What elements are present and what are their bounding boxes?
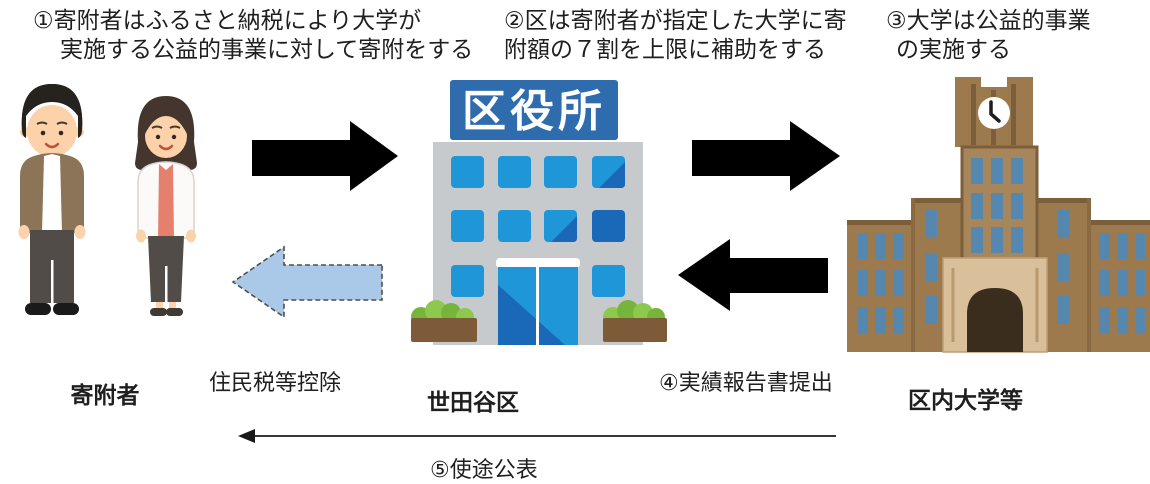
university-icon [847,77,1150,353]
report-submission-label: ④実績報告書提出 [659,370,833,395]
step1-line2: 実施する公益的事業に対して寄附をする [60,36,474,62]
arrow-report-icon [678,239,828,311]
university-label: 区内大学等 [908,387,1023,413]
arrow-tax-deduction-icon [231,245,383,319]
ward-sign: 区役所 [450,80,618,140]
step1-text: ①寄附者はふるさと納税により大学が 実施する公益的事業に対して寄附をする [33,6,473,64]
arrow-disclosure-icon [238,429,836,443]
usage-disclosure-label: ⑤使途公表 [430,457,538,482]
wing-windows [857,210,1146,333]
clock-icon [978,97,1010,129]
arrow-subsidy-icon [692,121,840,191]
donors-illustration [18,84,197,316]
step1-line1: ①寄附者はふるさと納税により大学が [33,7,422,33]
tax-deduction-label: 住民税等控除 [209,370,342,395]
step3-line2: の実施する [896,36,1011,62]
university-entrance [942,257,1048,353]
donors-label: 寄附者 [70,382,140,408]
man-icon [18,84,86,315]
ward-office-icon: 区役所 [411,80,667,345]
step2-line1: ②区は寄附者が指定した大学に寄 [504,7,847,33]
ward-entrance [496,258,580,345]
ward-label: 世田谷区 [427,389,519,415]
right-bush-icon [603,300,667,342]
left-bush-icon [411,300,477,342]
ward-sign-text: 区役所 [462,87,606,136]
step2-line2: 附額の７割を上限に補助をする [504,36,826,62]
step2-text: ②区は寄附者が指定した大学に寄 附額の７割を上限に補助をする [504,6,847,64]
step3-text: ③大学は公益的事業 の実施する [886,6,1091,64]
ward-windows [451,156,625,297]
tower-windows [971,158,1023,253]
arrow-donation-icon [252,121,398,191]
step3-line1: ③大学は公益的事業 [886,7,1091,33]
woman-icon [135,96,197,316]
